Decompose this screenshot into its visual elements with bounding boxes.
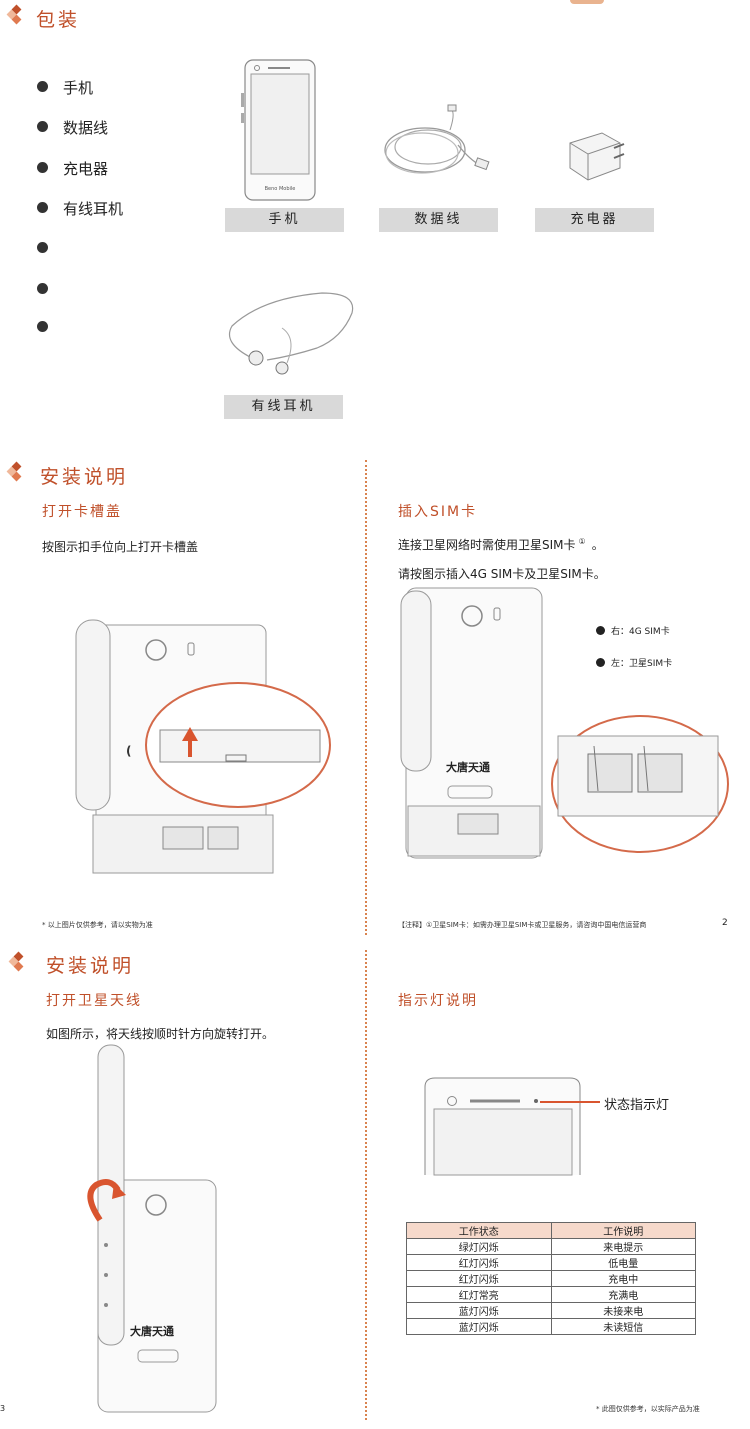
earphone-illustration xyxy=(228,292,354,375)
table-header-row: 工作状态 工作说明 xyxy=(406,1222,696,1239)
column-divider xyxy=(365,950,367,1420)
section-diamond-icon xyxy=(6,4,26,25)
cable-illustration xyxy=(384,104,490,174)
indicator-subtitle: 指示灯说明 xyxy=(398,993,478,1009)
indicator-label: 状态指示灯 xyxy=(604,1098,670,1113)
insert-sim-text1-main: 连接卫星网络时需使用卫星SIM卡 xyxy=(398,538,576,552)
table-row: 红灯常亮充满电 xyxy=(406,1286,696,1303)
indicator-footnote: * 此图仅供参考，以实际产品为准 xyxy=(596,1405,700,1413)
footnote-marker: ① xyxy=(578,537,586,546)
right-footnote: 【注释】①卫星SIM卡：如需办理卫星SIM卡或卫星服务，请咨询中国电信运营商 xyxy=(398,921,647,929)
bullet-icon xyxy=(596,626,605,635)
bullet-icon xyxy=(596,658,605,667)
indicator-pointer-line xyxy=(540,1101,600,1103)
bullet-icon xyxy=(37,283,48,294)
table-cell: 蓝灯闪烁 xyxy=(406,1318,552,1335)
charger-illustration xyxy=(569,132,625,181)
status-table: 工作状态 工作说明 绿灯闪烁来电提示 红灯闪烁低电量 红灯闪烁充电中 红灯常亮充… xyxy=(406,1222,696,1335)
left-footnote: * 以上图片仅供参考，请以实物为准 xyxy=(42,921,153,929)
table-row: 红灯闪烁低电量 xyxy=(406,1254,696,1271)
antenna-instruction: 如图所示，将天线按顺时针方向旋转打开。 xyxy=(46,1027,275,1041)
phone-illustration: Beno Mobile xyxy=(241,59,316,201)
table-cell: 蓝灯闪烁 xyxy=(406,1302,552,1319)
insert-sim-illustration: 大唐天通 xyxy=(400,587,729,859)
install-title-2: 安装说明 xyxy=(46,955,135,977)
open-slot-subtitle: 打开卡槽盖 xyxy=(42,504,122,520)
table-cell: 红灯闪烁 xyxy=(406,1254,552,1271)
table-row: 红灯闪烁充电中 xyxy=(406,1270,696,1287)
open-slot-illustration: ( xyxy=(75,619,331,874)
table-cell: 未接来电 xyxy=(550,1302,696,1319)
open-slot-instruction: 按图示扣手位向上打开卡槽盖 xyxy=(42,540,199,554)
caption-phone: 手机 xyxy=(225,208,344,232)
top-decoration xyxy=(570,0,604,4)
svg-text:(: ( xyxy=(126,744,131,758)
package-item: 充电器 xyxy=(63,160,109,178)
caption-earphone: 有线耳机 xyxy=(224,395,343,419)
bullet-icon xyxy=(37,242,48,253)
install-title: 安装说明 xyxy=(40,466,129,488)
antenna-illustration: 大唐天通 xyxy=(87,1044,217,1413)
device-logo: 大唐天通 xyxy=(130,1324,174,1338)
bullet-icon xyxy=(37,121,48,132)
table-cell: 未读短信 xyxy=(550,1318,696,1335)
table-cell: 低电量 xyxy=(550,1254,696,1271)
sim-legend-right: 右：4G SIM卡 xyxy=(611,627,670,637)
bullet-icon xyxy=(37,81,48,92)
table-row: 蓝灯闪烁未读短信 xyxy=(406,1318,696,1335)
caption-charger: 充电器 xyxy=(535,208,654,232)
insert-sim-text1-end: 。 xyxy=(591,538,604,552)
table-cell: 充满电 xyxy=(550,1286,696,1303)
page-number-3: 3 xyxy=(0,1404,6,1413)
table-cell: 红灯闪烁 xyxy=(406,1270,552,1287)
bullet-icon xyxy=(37,202,48,213)
bullet-icon xyxy=(37,162,48,173)
table-header: 工作说明 xyxy=(550,1222,696,1239)
package-item: 有线耳机 xyxy=(63,200,124,218)
phone-brand-label: Beno Mobile xyxy=(265,186,296,192)
table-row: 绿灯闪烁来电提示 xyxy=(406,1238,696,1255)
section-diamond-icon xyxy=(8,951,28,972)
packaging-title: 包装 xyxy=(36,9,81,31)
table-cell: 红灯常亮 xyxy=(406,1286,552,1303)
package-item: 手机 xyxy=(63,79,94,97)
antenna-subtitle: 打开卫星天线 xyxy=(46,993,142,1009)
bullet-icon xyxy=(37,321,48,332)
table-row: 蓝灯闪烁未接来电 xyxy=(406,1302,696,1319)
insert-sim-subtitle: 插入SIM卡 xyxy=(398,504,478,520)
table-cell: 来电提示 xyxy=(550,1238,696,1255)
insert-sim-text2: 请按图示插入4G SIM卡及卫星SIM卡。 xyxy=(398,567,606,581)
table-header: 工作状态 xyxy=(406,1222,552,1239)
column-divider xyxy=(365,460,367,935)
table-cell: 充电中 xyxy=(550,1270,696,1287)
package-item: 数据线 xyxy=(63,119,109,137)
indicator-illustration xyxy=(424,1077,581,1176)
table-cell: 绿灯闪烁 xyxy=(406,1238,552,1255)
page-number: 2 xyxy=(722,918,728,928)
sim-legend-left: 左：卫星SIM卡 xyxy=(611,659,673,669)
caption-cable: 数据线 xyxy=(379,208,498,232)
section-diamond-icon xyxy=(6,461,26,482)
device-logo: 大唐天通 xyxy=(446,760,490,774)
